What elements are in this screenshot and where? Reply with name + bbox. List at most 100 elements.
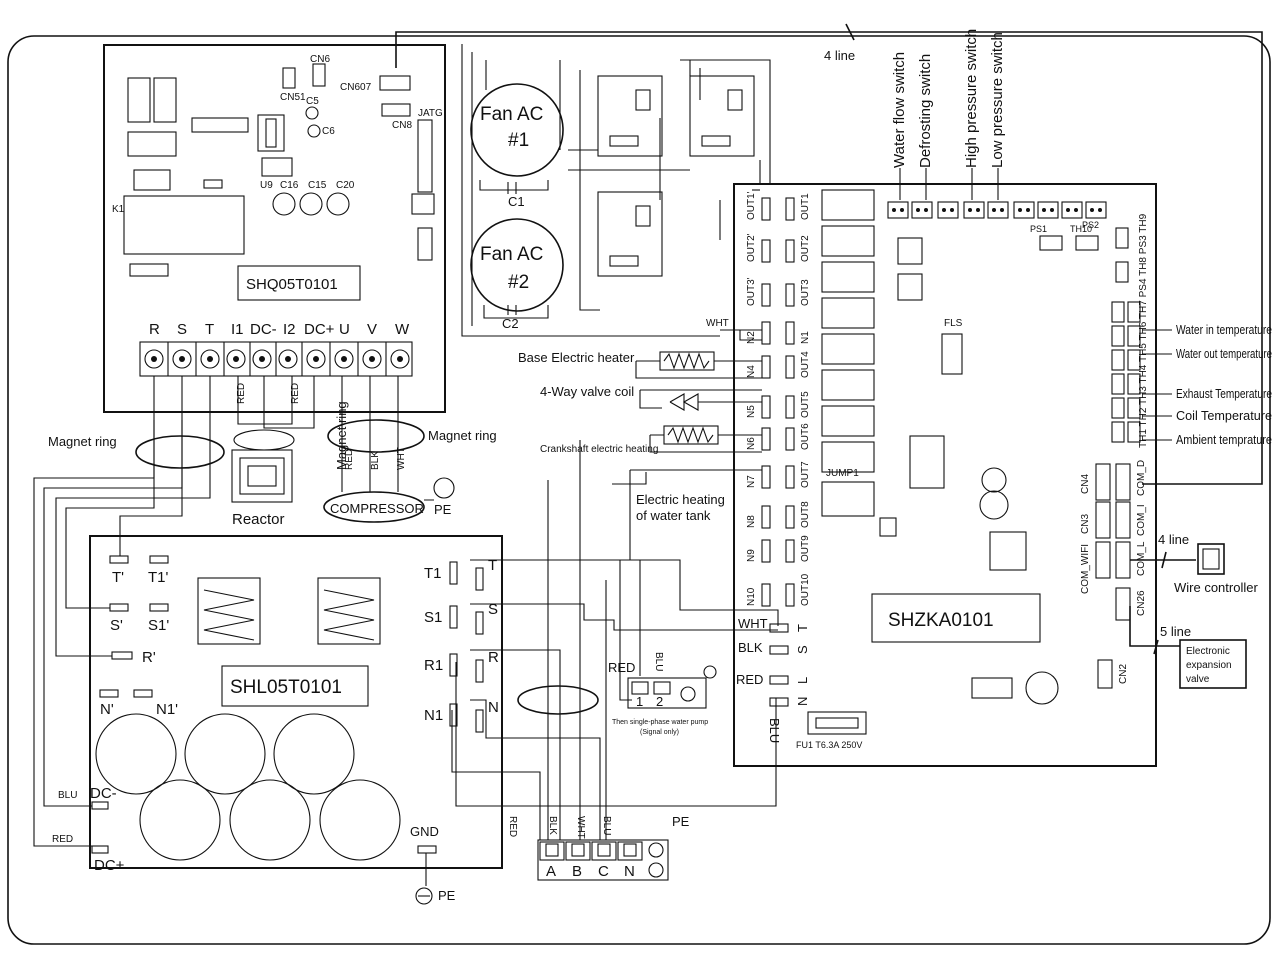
svg-text:5 line: 5 line [1160,624,1191,639]
switch-connector-pin [992,208,996,212]
driver-terminal-screw [252,349,272,369]
switch-connector-pin [1000,208,1004,212]
switch-connector [1085,201,1107,219]
svg-text:2: 2 [656,694,663,709]
sensor-label: Coil Temperature [1176,408,1272,423]
svg-text:#2: #2 [508,272,529,293]
label-red-a: RED [236,383,247,404]
filter-right-label: R1 [424,657,443,674]
svg-text:N1': N1' [156,701,178,718]
filter-board-name: SHL05T0101 [230,677,342,698]
svg-text:BLU: BLU [653,652,664,671]
label-c16: C16 [280,180,299,191]
switch-connector-pin [1090,208,1094,212]
filter-right-label-b: T [488,557,497,574]
svg-text:(Signal only): (Signal only) [640,729,679,736]
main-output-terminal [761,465,771,489]
main-output-right-label: OUT2 [800,235,811,262]
terminal-block-label: A [546,863,556,880]
svg-text:Wire controller: Wire controller [1174,580,1258,595]
svg-text:PE: PE [438,888,456,903]
label-jump1: JUMP1 [826,468,859,479]
switch-connector [963,201,985,219]
terminal-block-cell [591,841,617,861]
sensor-label: Exhaust Temperature [1176,386,1272,401]
main-output-right-label: OUT7 [800,461,811,488]
label-fu1: FU1 T6.3A 250V [796,740,862,750]
driver-terminal-screw [306,349,326,369]
label-four-line-top: 4 line [824,48,855,63]
terminal-block-cell [565,841,591,861]
driver-terminal-screw [226,349,246,369]
main-power-label: L [795,677,810,684]
main-output-right-label: OUT10 [800,573,811,606]
main-output-left-label: N5 [746,405,757,418]
main-output-left-label: N6 [746,437,757,450]
label-cn3: CN3 [1080,514,1091,534]
switch-connector [1013,201,1035,219]
main-output-terminal [785,321,795,345]
sensor-connector [1127,301,1141,323]
filter-board: SHL05T0101 T' T1' S' S1' R' N' N1' BLU D… [52,535,503,874]
label-k1: K1 [112,204,125,215]
filter-right-label-b: S [488,601,498,618]
wiring [33,189,779,847]
sensor-connector [1127,373,1141,395]
switch-connector-pin [1042,208,1046,212]
main-output-right-label: OUT3 [800,279,811,306]
main-output-left-label: N9 [746,549,757,562]
driver-terminal-dot [369,356,375,362]
svg-text:1: 1 [636,694,643,709]
sensor-connector [1127,325,1141,347]
driver-terminal-screw [334,349,354,369]
label-ps2: PS2 [1082,220,1099,230]
main-output-right-label: OUT8 [800,501,811,528]
svg-text:N': N' [100,701,114,718]
driver-board-name: SHQ05T0101 [246,276,338,293]
svg-text:BLU: BLU [58,790,77,801]
pe-ground-bottom: PE [415,853,456,905]
switch-connector-pin [1066,208,1070,212]
sensor-connector [1111,325,1125,347]
switch-connector [887,201,909,219]
svg-text:RED: RED [52,834,73,845]
filter-right-terminal [449,605,458,629]
driver-terminal-screw [172,349,192,369]
main-output-terminal [785,539,795,563]
label-cn4: CN4 [1080,474,1091,494]
filter-right-terminal [449,653,458,677]
svg-text:PE: PE [434,502,452,517]
main-output-terminal [761,283,771,307]
svg-text:GND: GND [410,824,439,839]
svg-text:Reactor: Reactor [232,511,285,528]
terminal-block-screw [597,843,611,857]
filter-right-label-b: N [488,699,499,716]
magnet-ring-left: Magnet ring [48,434,225,469]
filter-right-label: N1 [424,707,443,724]
filter-right-label: T1 [424,565,442,582]
label-c20: C20 [336,180,355,191]
load-four-way-valve: 4-Way valve coil [540,384,762,411]
driver-terminal-label: DC- [250,321,277,338]
terminal-block-label: B [572,863,582,880]
svg-text:C1: C1 [508,194,525,209]
label-ps1: PS1 [1030,224,1047,234]
driver-terminal-dot [151,356,157,362]
filter-right-terminal [449,703,458,727]
sensor-connector [1127,421,1141,443]
main-output-terminal [761,355,771,379]
svg-text:DC+: DC+ [94,857,125,874]
switch-connector [1037,201,1059,219]
label-c15: C15 [308,180,327,191]
sensor-label: Water out temperature [1176,346,1272,361]
main-board-name: SHZKA0101 [888,610,994,631]
svg-text:RED: RED [507,816,518,837]
driver-terminal-label: V [367,321,377,338]
svg-text:DC-: DC- [90,785,117,802]
main-output-terminal [785,583,795,607]
main-output-terminal [761,395,771,419]
driver-terminal-label: I1 [231,321,244,338]
driver-terminal-screw [200,349,220,369]
svg-text:Fan AC: Fan AC [480,244,543,265]
